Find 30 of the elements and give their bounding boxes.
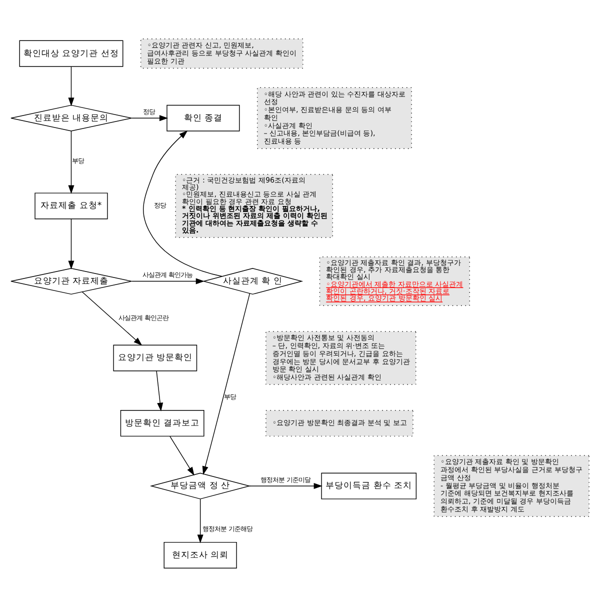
node-box: ◦요양기관 방문확인 최종결과 분석 및 보고 — [266, 410, 414, 436]
node-diamond: 부당금액 정 산 — [150, 472, 251, 499]
arrow — [68, 130, 74, 194]
arrow — [170, 436, 194, 476]
arrow — [82, 290, 142, 346]
node-box: 확인대상 요양기관 선정 — [19, 40, 124, 66]
arrow — [156, 370, 164, 411]
node-box: 자료제출 요청* — [34, 192, 108, 219]
arrow — [68, 66, 74, 106]
arrow — [143, 130, 222, 276]
arrow — [249, 482, 322, 489]
arrow — [197, 498, 204, 543]
arrow — [131, 114, 168, 121]
node-diamond: 요양기관 자료제출 — [10, 268, 132, 294]
node-box: ◦근거 : 국민건강보험법 제96조(자료의 제공) ◦민원제보, 진료내용신고 등으로 사실 관계 확인이 필요한 경우 관련 자료 요청 * 인력확인 등 현지출장 확인이 필요하거나, 거짓이나 위변조된 자료의 제출 이력이 확인된 기관에 대하여는 자료제출요청을 생략할 수 있음. — [175, 174, 333, 238]
node-diamond: 진료받은 내용문의 — [10, 104, 132, 131]
arrow — [202, 292, 250, 474]
node-box: 방문확인 결과보고 — [120, 410, 204, 436]
node-box: ◦방문확인 사전통보 및 사전동의 – 단, 인력확인, 자료의 위·변조 또는 증거인멸 등이 우려되거나, 긴급을 요하는 경우에는 방문 당시에 문서교부 후 요양기관 방문 확인 실시 ◦해당사안과 관련된 사실관계 확인 — [266, 330, 416, 384]
node-box: 현지조사 의뢰 — [164, 541, 237, 568]
node-box: ◦요양기관 관련자 신고, 민원제보, 급여사후관리 등으로 부당청구 사실관계 확인이 필요한 기관 — [140, 38, 304, 68]
node-box: 요양기관 방문확인 — [113, 344, 198, 371]
node-box: ◦요양기관 제출자료 확인 및 방문확인 과정에서 확인된 부당사실을 근거로 부당청구 금액 산정 - 월평균 부당금액 및 비율이 행정처분 기준에 해당되면 보건복지부로 현지조사를 의뢰하고, 기준에 미달될 경우 부당이득금 환수조치 후 재발방지 계도 — [434, 454, 590, 516]
node-box: 부당이득금 환수 조치 — [321, 472, 417, 499]
node-diamond: 사실관계 확 인 — [202, 268, 304, 294]
node-box: ◦해당 사안과 관련이 있는 수진자를 대상자로 선정 ◦본인여부, 진료받은내용 문의 등의 여부 확인 ◦사실관계 확인 – 신고내용, 본인부담금(비급여 등), 진료내용 등 — [256, 86, 412, 148]
arrow — [68, 218, 74, 269]
node-box: 확인 종결 — [166, 104, 240, 131]
node-box: ◦요양기관 제출자료 확인 결과, 부당청구가 확인된 경우, 추가 자료제출요청을 통한 확대확인 실시 ◦요양기관에서 제출한 자료만으로 사실관계 확인이 곤란하거나, 거짓·조작된 자료로 확인된 경우, 요양기관 방문확인 실시 — [319, 256, 470, 306]
arrow — [131, 278, 204, 284]
